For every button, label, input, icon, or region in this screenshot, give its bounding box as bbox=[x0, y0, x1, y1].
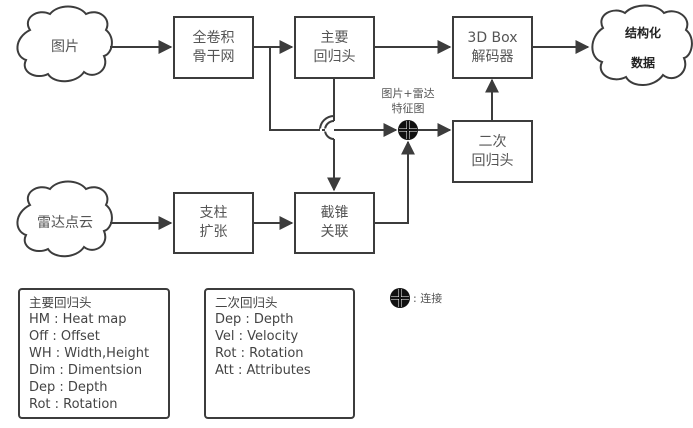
node-label-line1: 3D Box bbox=[467, 29, 518, 46]
node-label-line2: 骨干网 bbox=[192, 48, 235, 65]
legend-item: Vel : Velocity bbox=[215, 329, 299, 344]
node-pillar: 支柱 扩张 bbox=[173, 192, 254, 254]
legend-primary-head: 主要回归头 HM : Heat map Off : Offset WH : Wi… bbox=[18, 288, 170, 419]
node-backbone: 全卷积 骨干网 bbox=[173, 16, 254, 79]
legend-item: WH : Width,Height bbox=[29, 346, 150, 361]
node-label-line1: 支柱 bbox=[199, 205, 228, 221]
annotation-line2: 特征图 bbox=[391, 102, 425, 115]
node-secondary-head: 二次 回归头 bbox=[452, 120, 533, 183]
legend-circle-plus-icon bbox=[390, 288, 410, 308]
node-radar-input: 雷达点云 bbox=[22, 211, 108, 235]
node-label: 雷达点云 bbox=[37, 215, 93, 231]
legend-title: 主要回归头 bbox=[29, 295, 92, 310]
legend-item: Rot : Rotation bbox=[215, 346, 304, 361]
node-label-line2: 解码器 bbox=[471, 48, 514, 65]
node-output: 结构化 数据 bbox=[600, 18, 686, 78]
node-label: 图片 bbox=[51, 39, 79, 55]
legend-item: Att : Attributes bbox=[215, 363, 311, 378]
concat-annotation: 图片+雷达 特征图 bbox=[368, 86, 448, 116]
node-label-line2: 回归头 bbox=[471, 152, 514, 169]
edge-backbone-to-concat bbox=[269, 47, 320, 131]
cloud-image-input bbox=[16, 5, 113, 83]
edge-hop bbox=[319, 115, 335, 131]
node-label-line1: 主要 bbox=[320, 29, 349, 46]
legend-item: HM : Heat map bbox=[29, 312, 127, 327]
edge-frustum-to-concat bbox=[374, 140, 415, 224]
legend-item: Off : Offset bbox=[29, 329, 100, 344]
node-label-line2: 关联 bbox=[320, 224, 349, 240]
legend-item: Rot : Rotation bbox=[29, 397, 118, 412]
legend-symbol-text: : 连接 bbox=[413, 292, 443, 305]
legend-item: Dep : Depth bbox=[215, 312, 294, 327]
legend-secondary-head: 二次回归头 Dep : Depth Vel : Velocity Rot : R… bbox=[204, 288, 355, 419]
circle-plus-icon bbox=[398, 120, 418, 140]
legend-item: Dep : Depth bbox=[29, 380, 108, 395]
legend-title: 二次回归头 bbox=[215, 295, 278, 310]
node-label-line2: 扩张 bbox=[199, 224, 228, 240]
cloud-radar-input bbox=[16, 180, 113, 258]
node-decoder: 3D Box 解码器 bbox=[452, 16, 533, 79]
node-frustum: 截锥 关联 bbox=[294, 192, 375, 254]
annotation-line1: 图片+雷达 bbox=[381, 87, 435, 100]
node-label-line2: 回归头 bbox=[313, 48, 356, 65]
node-image-input: 图片 bbox=[30, 35, 100, 59]
legend-symbol-label: : 连接 bbox=[413, 290, 442, 306]
node-label-line1: 结构化 bbox=[624, 26, 661, 40]
cloud-output bbox=[591, 4, 693, 86]
legend-item: Dim : Dimentsion bbox=[29, 363, 143, 378]
node-label-line1: 全卷积 bbox=[192, 29, 235, 46]
node-label-line2: 数据 bbox=[630, 56, 655, 70]
node-label-line1: 二次 bbox=[478, 133, 507, 150]
node-primary-head: 主要 回归头 bbox=[294, 16, 375, 79]
node-label-line1: 截锥 bbox=[320, 205, 349, 221]
